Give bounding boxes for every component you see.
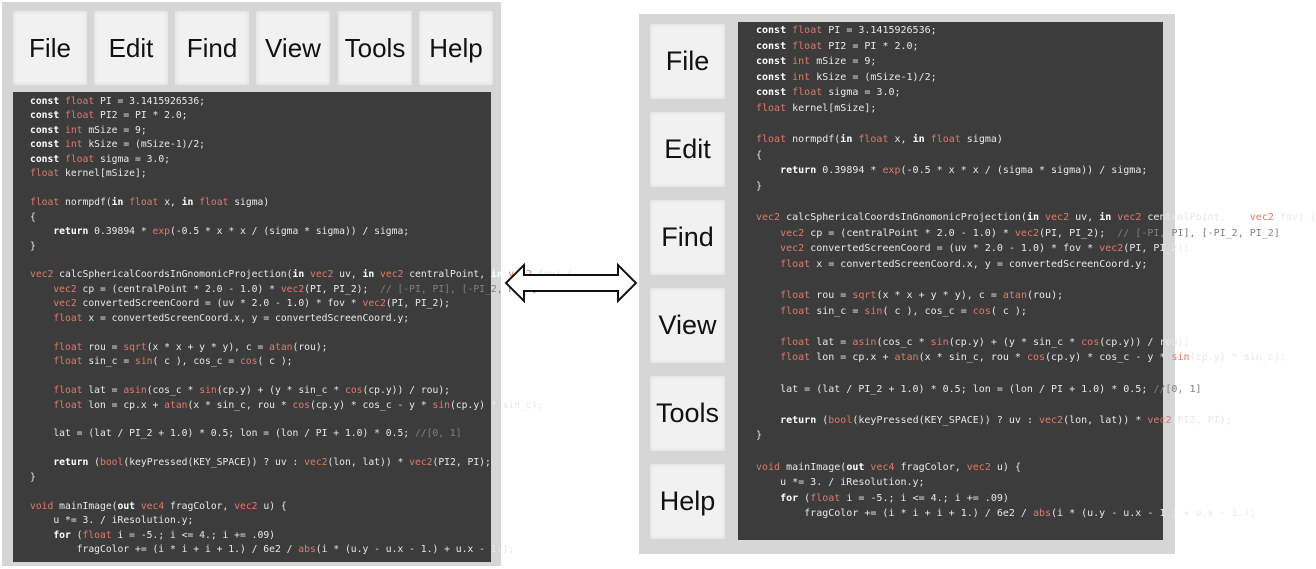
file-menu-button[interactable]: File <box>13 11 87 85</box>
code-text: const float PI = 3.1415926536; const flo… <box>756 25 1316 520</box>
help-menu-button[interactable]: Help <box>419 11 493 85</box>
find-menu-button[interactable]: Find <box>175 11 249 85</box>
view-menu-button[interactable]: View <box>650 288 725 363</box>
tools-menu-button[interactable]: Tools <box>650 376 725 451</box>
view-menu-button[interactable]: View <box>256 11 330 85</box>
find-menu-button[interactable]: Find <box>650 200 725 275</box>
help-menu-button[interactable]: Help <box>650 464 725 539</box>
file-menu-button[interactable]: File <box>650 24 725 99</box>
edit-menu-button[interactable]: Edit <box>650 112 725 187</box>
code-text: const float PI = 3.1415926536; const flo… <box>30 96 573 556</box>
right-code-editor[interactable]: const float PI = 3.1415926536; const flo… <box>738 22 1316 540</box>
edit-menu-button[interactable]: Edit <box>94 11 168 85</box>
double-arrow-icon <box>504 262 638 304</box>
left-code-editor[interactable]: const float PI = 3.1415926536; const flo… <box>13 92 573 562</box>
tools-menu-button[interactable]: Tools <box>338 11 412 85</box>
